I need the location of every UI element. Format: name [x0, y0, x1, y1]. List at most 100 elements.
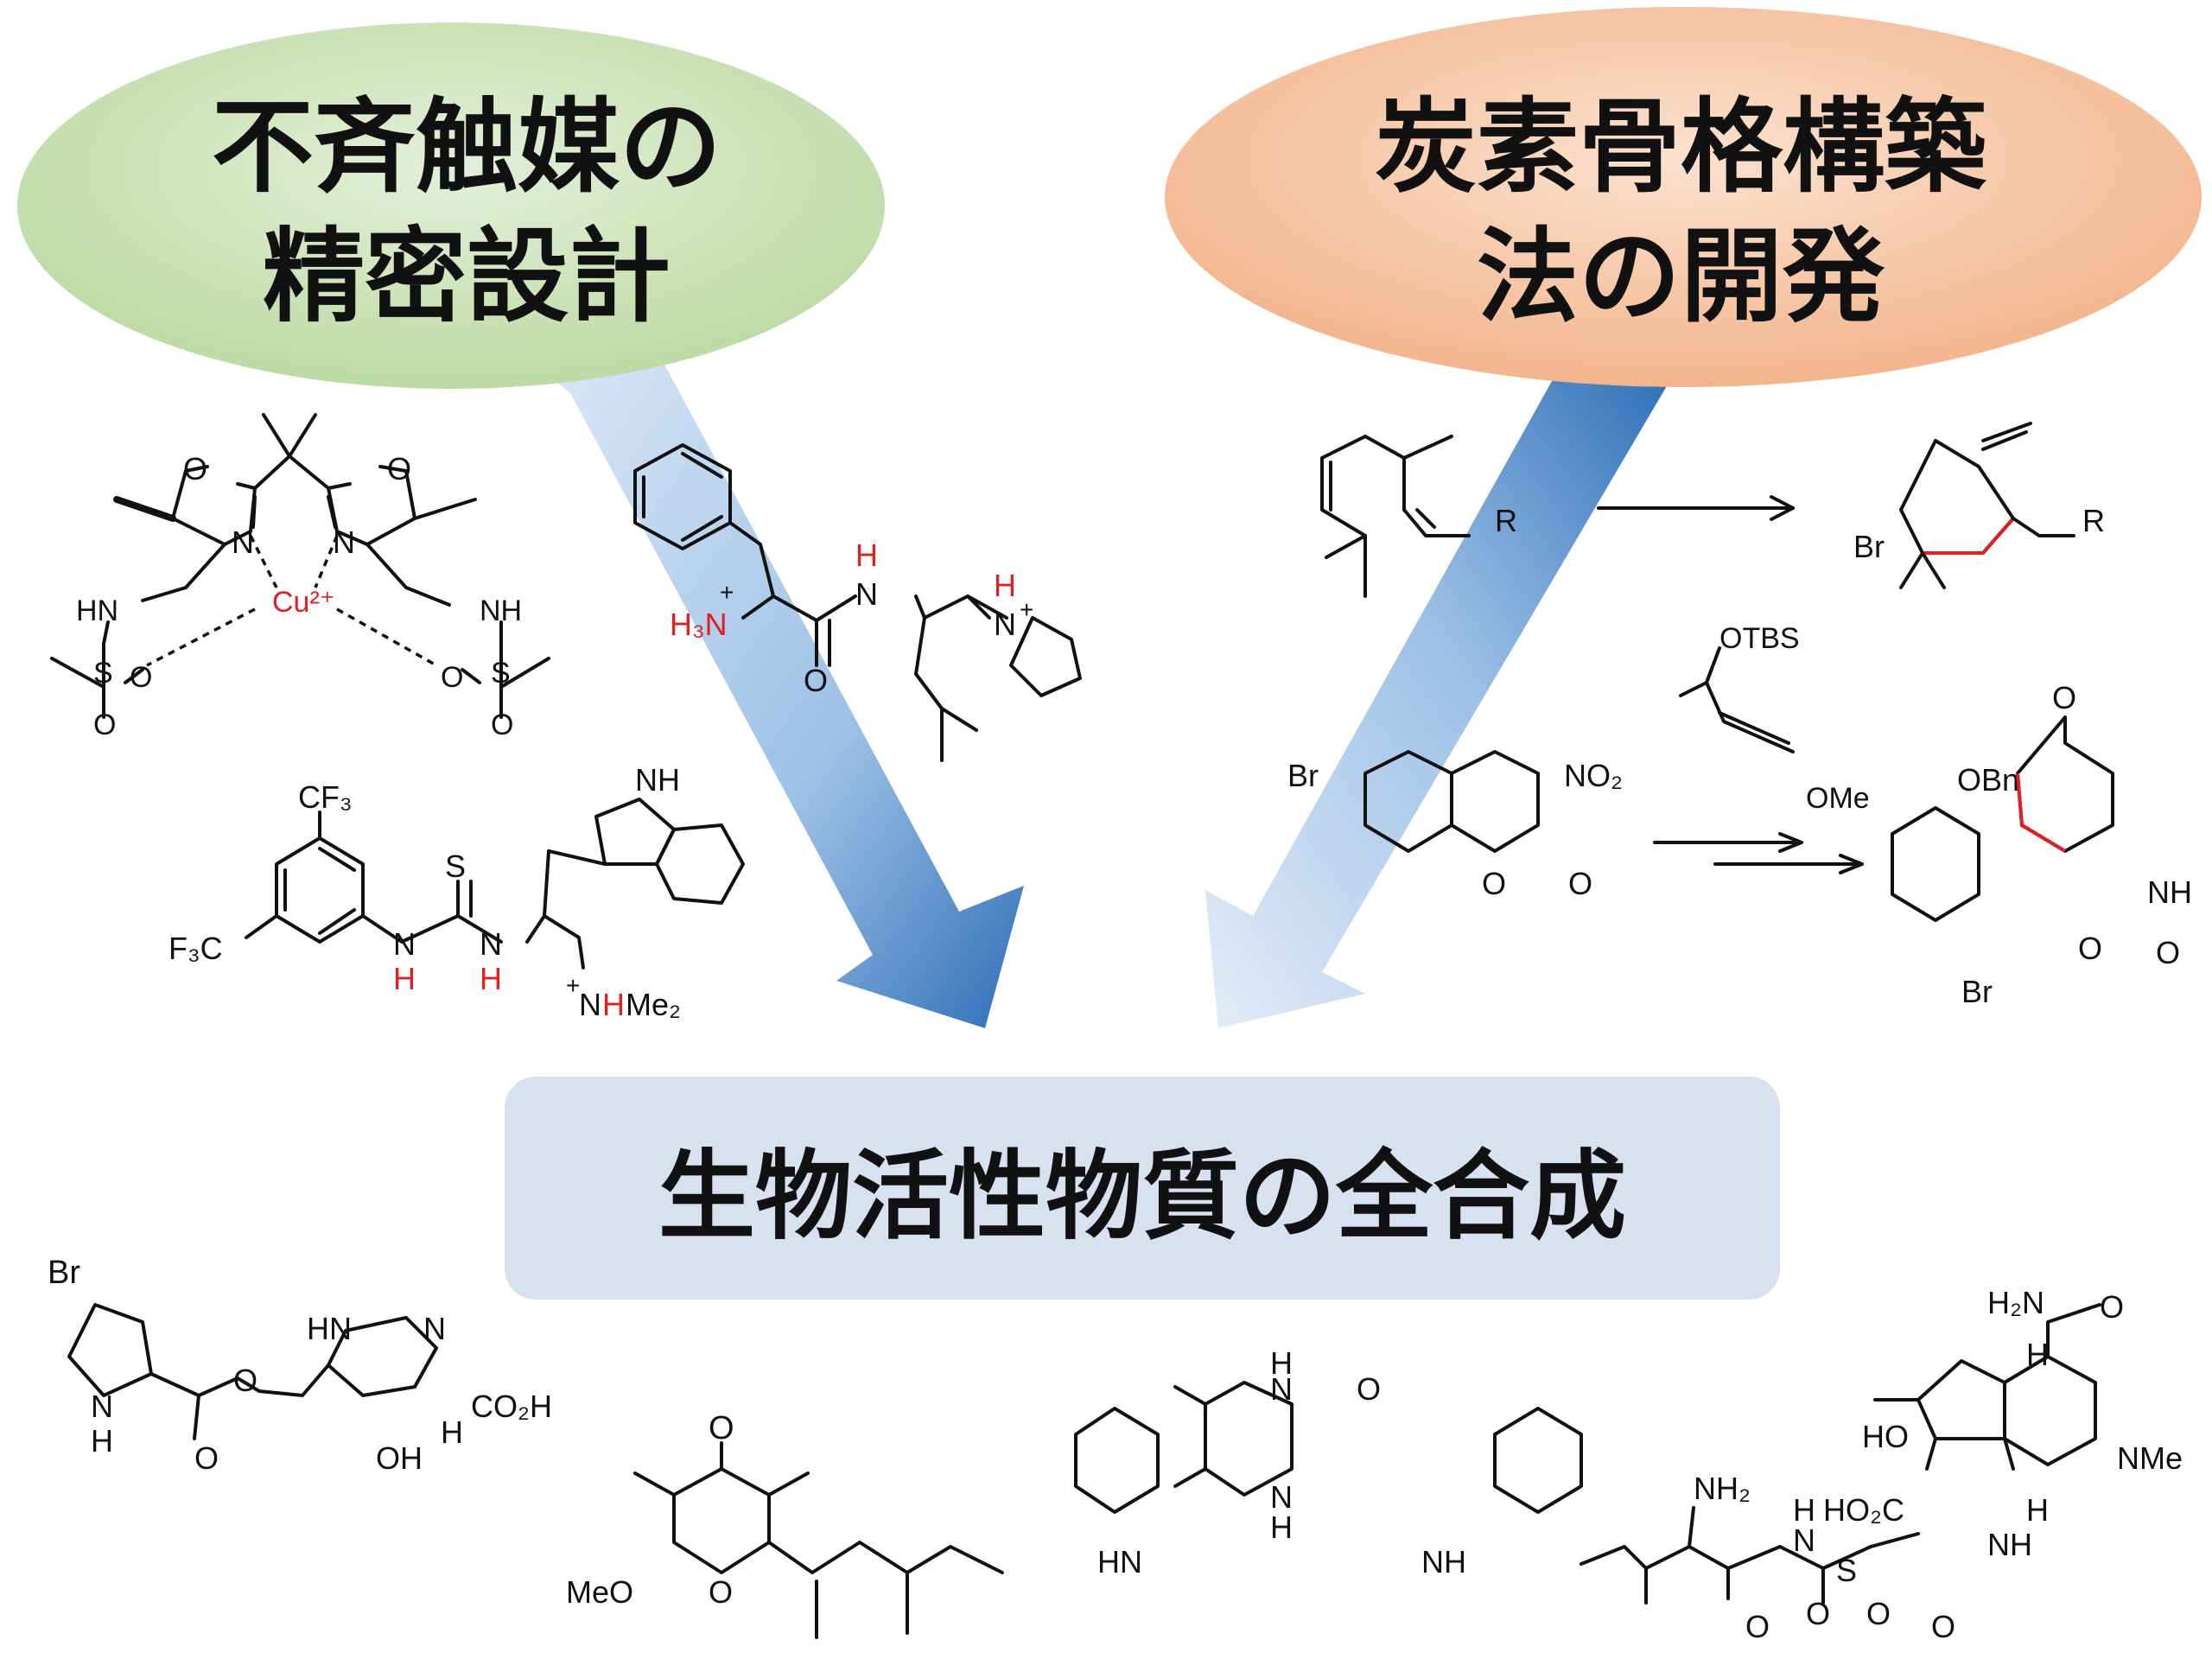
- p4-h3: H: [1793, 1492, 1815, 1528]
- p4-o4: O: [1866, 1596, 1891, 1631]
- p4-n: N: [1793, 1522, 1815, 1558]
- p2-o2: O: [709, 1574, 733, 1610]
- coumarin-reaction: OTBS OMe Br NO₂ O O O OBn NH O O Br: [1287, 622, 2192, 1009]
- p1-h2: H: [441, 1414, 463, 1450]
- left-arrow: [543, 350, 1024, 1028]
- pep-h2: H: [994, 568, 1016, 603]
- box-O3: O: [130, 661, 152, 694]
- r-no2: NO₂: [1564, 758, 1623, 793]
- r-obn: OBn: [1957, 762, 2019, 798]
- p3-hn: HN: [1097, 1544, 1142, 1580]
- p4-o2: O: [1745, 1609, 1770, 1644]
- p4-h: H: [2026, 1337, 2049, 1372]
- p3-h2: H: [1270, 1510, 1293, 1545]
- peptide-catalyst: H₃N + H N O H N +: [633, 443, 1082, 762]
- p4-nh: NH: [1987, 1527, 2032, 1562]
- p4-ho2c: HO₂C: [1823, 1492, 1904, 1528]
- p4-o5: O: [1931, 1609, 1955, 1644]
- p4-h2n: H₂N: [1987, 1285, 2044, 1320]
- thio-cf3-top: CF₃: [298, 779, 353, 815]
- p1-br: Br: [48, 1255, 80, 1291]
- left-bubble: [17, 22, 885, 389]
- p2-meo: MeO: [566, 1574, 633, 1610]
- box-O6: O: [491, 709, 513, 741]
- box-O2: O: [387, 451, 411, 486]
- pep-o: O: [804, 663, 828, 698]
- p2-o: O: [709, 1410, 734, 1446]
- product-4: H₂N O H HO NMe HO₂C H NH₂ H N S NH O O O…: [1580, 1285, 2183, 1644]
- center-title: 生物活性物質の全合成: [658, 1141, 1626, 1253]
- r-o2: O: [1568, 866, 1592, 901]
- right-title-line2: 法の開発: [1476, 217, 1885, 336]
- thio-n2: N: [480, 926, 502, 962]
- p4-ho: HO: [1862, 1419, 1909, 1454]
- right-bubble: [1165, 7, 2202, 387]
- center-box: 生物活性物質の全合成: [505, 1077, 1780, 1300]
- p4-o3: O: [1806, 1596, 1830, 1631]
- pep-n1: N: [855, 576, 878, 612]
- thio-h2: H: [480, 961, 502, 996]
- p1-o2: O: [233, 1363, 257, 1398]
- pep-h3n: H₃N: [670, 607, 728, 642]
- r-br3: Br: [1961, 974, 1993, 1009]
- r-br: Br: [1853, 529, 1885, 564]
- p4-nh2: NH₂: [1694, 1471, 1751, 1506]
- box-HN: HN: [76, 594, 118, 627]
- product-2: O MeO O: [566, 1410, 1004, 1639]
- r-ome: OMe: [1806, 782, 1870, 815]
- p1-h: H: [91, 1423, 113, 1459]
- p1-o: O: [194, 1440, 219, 1476]
- right-bubble-title: 炭素骨格構築 法の開発: [1227, 82, 2134, 341]
- r-otbs: OTBS: [1719, 622, 1800, 655]
- r-o3: O: [2052, 680, 2076, 715]
- box-cu-complex: O O N N Cu²⁺ HN NH S S O O O O: [50, 413, 550, 741]
- p3-o: O: [1357, 1371, 1381, 1407]
- product-3: H N O N H HN NH: [1074, 1345, 1583, 1580]
- pep-n2: N: [994, 607, 1016, 642]
- box-NH: NH: [480, 594, 522, 627]
- r-R1: R: [1495, 503, 1517, 538]
- thio-nhme2-n: N: [579, 987, 601, 1022]
- p4-o: O: [2100, 1289, 2124, 1325]
- p3-h: H: [1270, 1345, 1293, 1381]
- thio-nhme2-plus: +: [566, 972, 580, 999]
- p3-n2: N: [1270, 1479, 1293, 1515]
- box-S2: S: [491, 657, 511, 690]
- r-br2: Br: [1287, 758, 1319, 793]
- p1-oh: OH: [376, 1440, 423, 1476]
- p1-hn: HN: [307, 1311, 352, 1346]
- thio-nhme2-rest: Me₂: [626, 987, 681, 1022]
- left-bubble-title: 不斉触媒の 精密設計: [78, 82, 855, 341]
- p3-nh: NH: [1421, 1544, 1466, 1580]
- left-title-line2: 精密設計: [262, 217, 671, 336]
- r-nh: NH: [2147, 874, 2192, 910]
- p4-nme: NMe: [2117, 1440, 2183, 1476]
- pep-plus2: +: [1020, 596, 1033, 623]
- p3-n: N: [1270, 1371, 1293, 1407]
- thio-f3c: F₃C: [168, 931, 223, 966]
- right-arrow: [1205, 367, 1668, 1028]
- box-O4: O: [93, 709, 116, 741]
- polyene-cyclization: R R Br: [1320, 422, 2105, 598]
- p1-n: N: [423, 1311, 446, 1346]
- p1-nh: N: [91, 1389, 113, 1424]
- thio-s: S: [445, 849, 466, 884]
- thio-n1: N: [393, 926, 416, 962]
- r-o4: O: [2078, 931, 2102, 966]
- thiourea-catalyst: CF₃ F₃C S N N H H NH + N H Me₂: [168, 762, 745, 1022]
- thio-nh: NH: [635, 762, 680, 798]
- r-R2: R: [2082, 503, 2105, 538]
- p4-s: S: [1836, 1553, 1857, 1588]
- box-N2: N: [333, 524, 355, 560]
- p4-h2: H: [2026, 1492, 2049, 1528]
- r-o5: O: [2156, 935, 2180, 970]
- right-title-line1: 炭素骨格構築: [1374, 87, 1986, 207]
- left-title-line1: 不斉触媒の: [211, 87, 721, 207]
- box-N1: N: [232, 524, 254, 560]
- pep-h1: H: [855, 537, 878, 573]
- product-1: Br N H O O HN N CO₂H H OH: [48, 1255, 552, 1476]
- thio-nhme2-h: H: [602, 987, 625, 1022]
- pep-plus: +: [720, 579, 734, 606]
